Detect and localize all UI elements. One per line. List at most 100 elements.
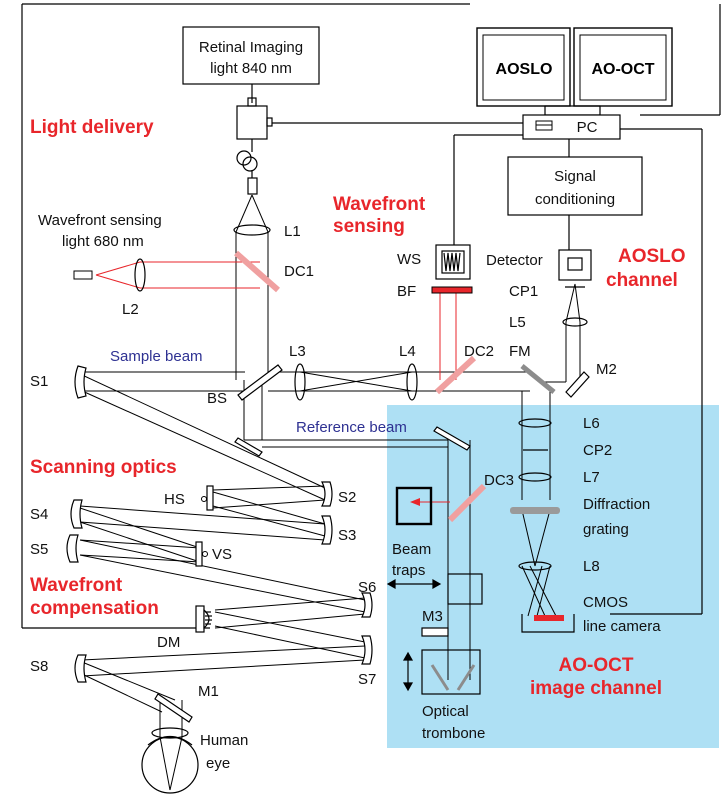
- label-s2: S2: [338, 489, 356, 506]
- label-l5: L5: [509, 314, 526, 331]
- mirror-s5: [66, 534, 79, 563]
- label-ws: WS: [397, 251, 421, 268]
- deformable-mirror: [195, 605, 212, 633]
- system-frame: [21, 3, 721, 629]
- section-wavefront-comp-1: Wavefront: [30, 575, 123, 596]
- translation-arrows: [386, 578, 442, 692]
- label-eye-1: Human: [200, 732, 248, 749]
- optical-path: [79, 194, 581, 791]
- flip-mirror: [520, 364, 556, 394]
- mirror-s3: [321, 515, 333, 545]
- label-diffraction-2: grating: [583, 521, 629, 538]
- monitor-aoslo-label: AOSLO: [496, 61, 553, 78]
- label-l7: L7: [583, 469, 600, 486]
- label-diffraction-1: Diffraction: [583, 496, 650, 513]
- label-s8: S8: [30, 658, 48, 675]
- mirror-s6: [361, 592, 373, 618]
- reference-beam-label: Reference beam: [296, 419, 407, 436]
- label-fm: FM: [509, 343, 531, 360]
- section-aooct-2: image channel: [530, 678, 662, 699]
- label-l8: L8: [583, 558, 600, 575]
- retinal-label-2: light 840 nm: [210, 60, 292, 77]
- section-scanning-optics: Scanning optics: [30, 457, 177, 478]
- label-bf: BF: [397, 283, 416, 300]
- label-s6: S6: [358, 579, 376, 596]
- mirror-s7: [361, 635, 373, 665]
- label-l4: L4: [399, 343, 416, 360]
- beam-trap: [395, 486, 433, 526]
- section-aooct-1: AO-OCT: [559, 655, 634, 676]
- bandpass-filter: [431, 286, 473, 294]
- monitor-aooct-label: AO-OCT: [591, 61, 654, 78]
- section-wavefront-sensing-2: sensing: [333, 216, 405, 237]
- scanner-pivots: [201, 496, 208, 557]
- section-aoslo-channel-2: channel: [606, 270, 678, 291]
- section-wavefront-comp-2: compensation: [30, 598, 159, 619]
- label-s5: S5: [30, 541, 48, 558]
- spherical-mirrors: [66, 365, 373, 683]
- pinholes: [523, 286, 585, 451]
- label-l1: L1: [284, 223, 301, 240]
- label-m2: M2: [596, 361, 617, 378]
- cmos-camera: [521, 614, 575, 633]
- diffraction-grating: [510, 507, 560, 514]
- dichroics: [234, 250, 487, 523]
- wfs-light-label-2: light 680 nm: [62, 233, 144, 250]
- label-bs: BS: [207, 390, 227, 407]
- vs-scanner: [195, 541, 203, 567]
- label-s4: S4: [30, 506, 48, 523]
- label-eye-2: eye: [206, 755, 230, 772]
- label-dc2: DC2: [464, 343, 494, 360]
- label-vs: VS: [212, 546, 232, 563]
- hs-scanner: [206, 485, 214, 511]
- section-light-delivery: Light delivery: [30, 117, 154, 138]
- lens-l2: [134, 258, 146, 292]
- mirror-s2: [321, 481, 333, 507]
- mirror-m2: [565, 371, 590, 398]
- label-cmos-1: CMOS: [583, 594, 628, 611]
- label-detector: Detector: [486, 252, 543, 269]
- wfs-source: [73, 270, 93, 280]
- fold-mirror: [234, 437, 263, 457]
- pc-label: PC: [577, 119, 598, 136]
- label-cmos-2: line camera: [583, 618, 661, 635]
- section-wavefront-sensing-1: Wavefront: [333, 194, 426, 215]
- label-s7: S7: [358, 671, 376, 688]
- wavefront-beam: [95, 261, 457, 503]
- mirror-m1: [154, 693, 193, 723]
- ref-mirror: [433, 426, 471, 451]
- monitors: [476, 27, 673, 116]
- retinal-label-1: Retinal Imaging: [199, 39, 303, 56]
- signal-label-1: Signal: [554, 168, 596, 185]
- label-hs: HS: [164, 491, 185, 508]
- label-l2: L2: [122, 301, 139, 318]
- sample-beam-label: Sample beam: [110, 348, 203, 365]
- label-dc1: DC1: [284, 263, 314, 280]
- detector: [558, 249, 592, 281]
- label-dc3: DC3: [484, 472, 514, 489]
- beamsplitter: [237, 364, 283, 401]
- label-s1: S1: [30, 373, 48, 390]
- eye-lens: [151, 727, 189, 739]
- label-trombone-1: Optical: [422, 703, 469, 720]
- lenses: [134, 224, 588, 739]
- lens-l3: [294, 363, 306, 401]
- label-s3: S3: [338, 527, 356, 544]
- aooct-panel: [387, 405, 719, 748]
- lens-l6: [518, 418, 552, 428]
- lens-l8: [518, 561, 552, 571]
- label-dm: DM: [157, 634, 180, 651]
- signal-conditioning-box: [507, 156, 643, 216]
- wavefront-sensor: [435, 244, 471, 280]
- label-m3: M3: [422, 608, 443, 625]
- label-trombone-2: trombone: [422, 725, 485, 742]
- pc-box: [522, 114, 621, 140]
- label-l3: L3: [289, 343, 306, 360]
- wfs-light-label-1: Wavefront sensing: [38, 212, 162, 229]
- section-aoslo-channel-1: AOSLO: [618, 246, 686, 267]
- trombone: [421, 573, 483, 695]
- label-l6: L6: [583, 415, 600, 432]
- fiber-coupler: [236, 97, 273, 195]
